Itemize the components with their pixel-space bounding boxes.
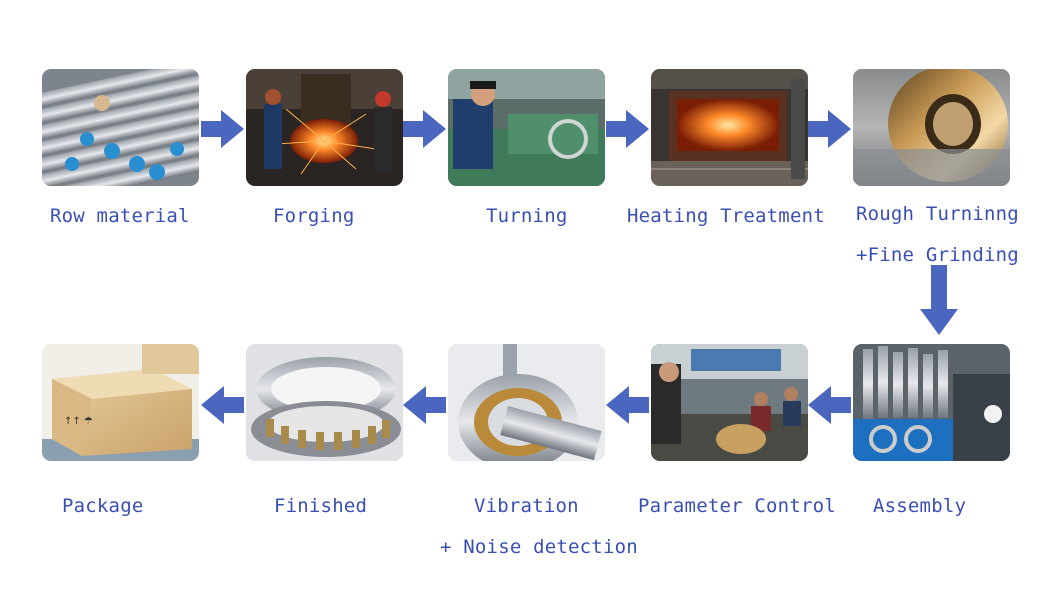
step-label-noise-detection: + Noise detection (440, 536, 638, 558)
svg-text:↑↑ ☂: ↑↑ ☂ (64, 416, 93, 427)
step-label-parameter-control: Parameter Control (638, 495, 836, 517)
step-label-vibration: Vibration (474, 495, 579, 517)
lathe-turning-photo (448, 69, 605, 186)
arrow-left-icon (403, 386, 446, 424)
step-label-package: Package (62, 495, 144, 517)
vibration-test-photo (448, 344, 605, 461)
arrow-right-icon (201, 110, 244, 148)
wooden-crate-photo: ↑↑ ☂ (42, 344, 199, 461)
arrow-right-icon (403, 110, 446, 148)
arrow-left-icon (606, 386, 649, 424)
step-label-rough-turning: Rough Turninng (856, 203, 1019, 225)
arrow-right-icon (606, 110, 649, 148)
arrow-left-icon (808, 386, 851, 424)
furnace-photo (651, 69, 808, 186)
step-label-forging: Forging (273, 205, 355, 227)
workers-inspection-photo (651, 344, 808, 461)
bearing-ring-closeup-photo (853, 69, 1010, 186)
step-label-row-material: Row material (50, 205, 190, 227)
steel-bars-photo (42, 69, 199, 186)
forging-photo (246, 69, 403, 186)
step-label-turning: Turning (486, 205, 568, 227)
step-label-assembly: Assembly (873, 495, 967, 517)
step-label-heating-treatment: Heating Treatment (627, 205, 825, 227)
step-label-finished: Finished (274, 495, 368, 517)
finished-bearing-photo (246, 344, 403, 461)
step-label-fine-grinding: +Fine Grinding (856, 244, 1019, 266)
arrow-down-icon (920, 265, 958, 335)
assembly-workstation-photo (853, 344, 1010, 461)
arrow-left-icon (201, 386, 244, 424)
arrow-right-icon (808, 110, 851, 148)
